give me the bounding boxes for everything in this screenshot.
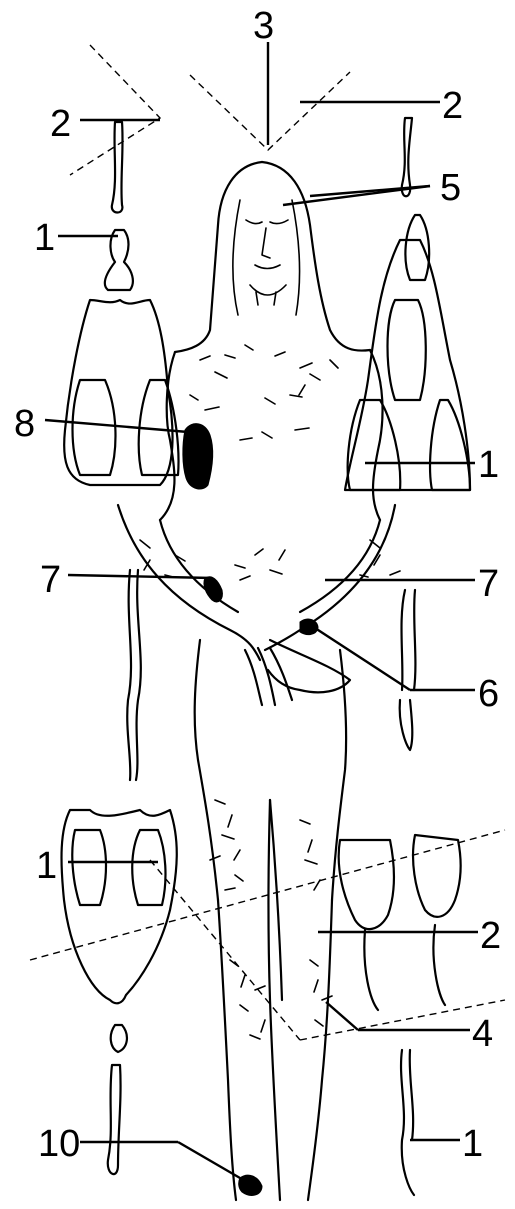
label-6: 6 [478, 673, 499, 715]
leader-lines [45, 42, 478, 1178]
blood-stains [183, 424, 318, 1196]
label-5: 5 [440, 167, 461, 209]
label-1-lower-left: 1 [36, 845, 57, 887]
label-2-right: 2 [442, 85, 463, 127]
label-2-left: 2 [50, 103, 71, 145]
label-1-mid-right: 1 [478, 444, 499, 486]
body-figure [118, 162, 395, 1200]
label-4: 4 [472, 1013, 493, 1055]
label-1-upper-left: 1 [34, 217, 55, 259]
callout-labels: 3 2 2 5 1 8 1 7 7 6 1 2 4 10 1 [14, 5, 501, 1165]
label-3-top: 3 [253, 5, 274, 47]
label-1-bottom-right: 1 [462, 1123, 483, 1165]
label-2-lower-right: 2 [480, 915, 501, 957]
label-8: 8 [14, 403, 35, 445]
burn-patches [62, 118, 470, 1195]
label-7-right: 7 [478, 563, 499, 605]
label-10: 10 [38, 1123, 80, 1165]
label-7-left: 7 [40, 559, 61, 601]
